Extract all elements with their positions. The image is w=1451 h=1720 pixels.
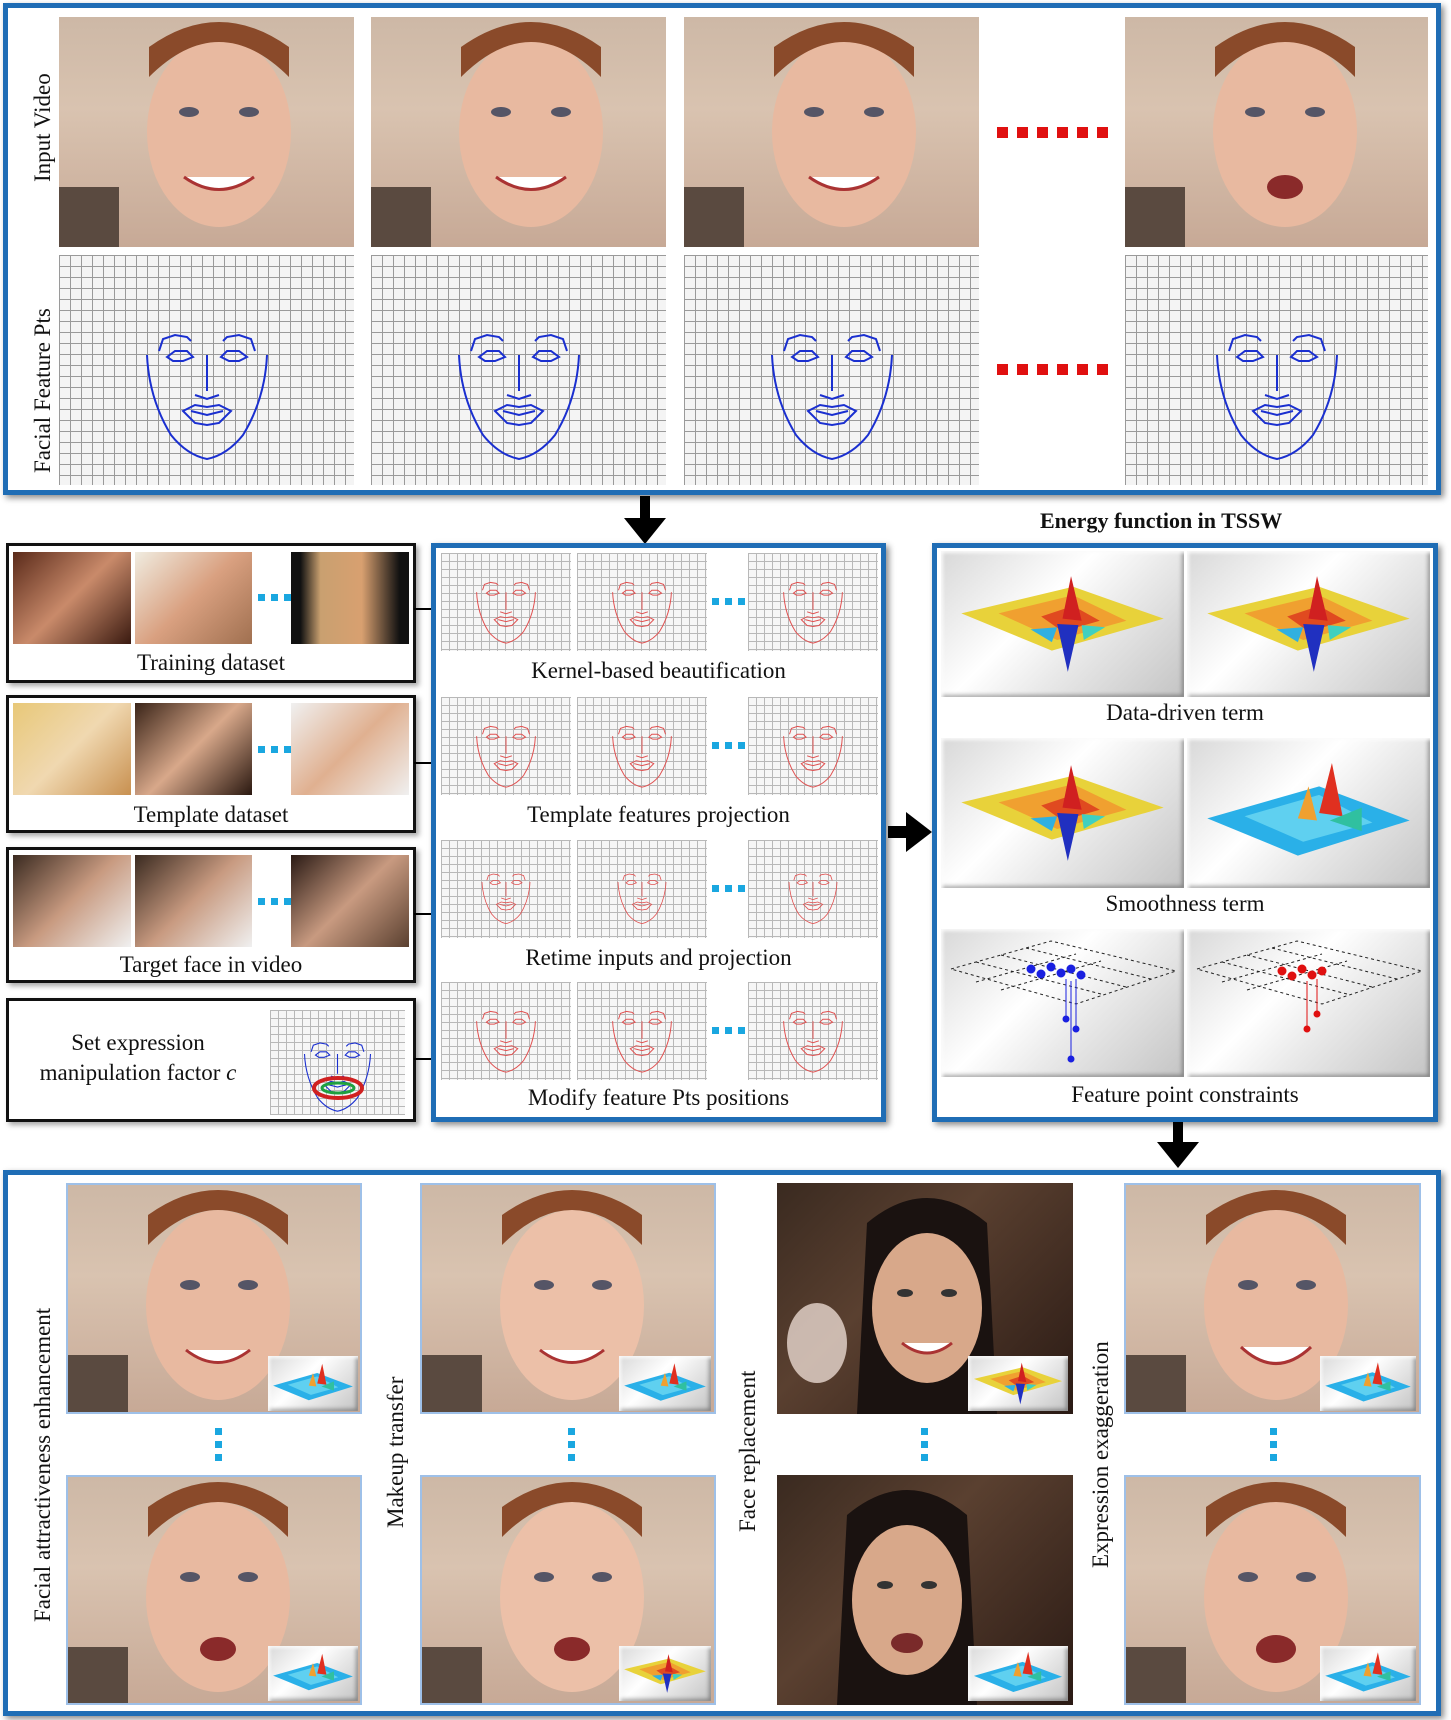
input-video-frame-2: [371, 17, 666, 247]
data-driven-plot-2: [1187, 551, 1430, 697]
energy-function-title: Energy function in TSSW: [1040, 508, 1283, 533]
makeup-result-2: [420, 1475, 716, 1705]
makeup-surface-1: [619, 1356, 711, 1411]
template-dataset-label: Template dataset: [133, 802, 289, 827]
kernel-grid-1: [441, 553, 571, 651]
application-label-expression: Expression exaggeration: [1088, 1341, 1113, 1568]
expression-landmark-thumb: [270, 1010, 405, 1115]
feature-points-grid-4: [1125, 255, 1428, 485]
cyan-vertical-dots-2: [568, 1428, 576, 1462]
face-replacement-surface-1: [968, 1356, 1068, 1411]
training-dataset-label: Training dataset: [137, 650, 285, 675]
template-proj-grid-3: [748, 697, 878, 795]
cyan-ellipsis-training: [258, 594, 292, 602]
attractiveness-result-1: [66, 1183, 362, 1414]
input-video-frame-3: [684, 17, 979, 247]
smoothness-term-label: Smoothness term: [1105, 891, 1265, 916]
expression-factor-line1: Set expression: [71, 1030, 205, 1055]
arrow-down-1: [624, 496, 666, 544]
target-face-label: Target face in video: [119, 952, 303, 977]
expression-factor-line2: manipulation factor c: [18, 1060, 258, 1086]
data-driven-plot-1: [941, 551, 1184, 697]
cyan-vertical-dots-3: [921, 1428, 929, 1462]
input-video-frame-1: [59, 17, 354, 247]
modify-grid-1: [441, 982, 571, 1080]
cyan-vertical-dots-4: [1270, 1428, 1278, 1462]
retime-grid-2: [577, 840, 707, 938]
template-face-1: [13, 703, 131, 795]
template-proj-grid-1: [441, 697, 571, 795]
row-label-facial-feature-pts: Facial Feature Pts: [30, 308, 55, 473]
application-label-attractiveness: Facial attractiveness enhancement: [30, 1307, 55, 1622]
arrow-right-energy: [888, 812, 932, 852]
input-video-frame-4: [1125, 17, 1428, 247]
expression-surface-2: [1320, 1646, 1416, 1701]
cyan-ellipsis-target: [258, 898, 292, 906]
feature-points-grid-1: [59, 255, 354, 485]
makeup-surface-2: [619, 1646, 711, 1701]
cyan-ellipsis-kernel: [712, 598, 746, 606]
attractiveness-surface-1: [268, 1356, 358, 1411]
target-face-3: [291, 855, 409, 947]
retime-grid-3: [748, 840, 878, 938]
arrow-down-2: [1157, 1122, 1199, 1168]
attractiveness-surface-2: [268, 1646, 358, 1701]
target-face-2: [135, 855, 252, 947]
red-ellipsis-top: [997, 127, 1109, 139]
target-face-1: [13, 855, 131, 947]
cyan-ellipsis-template-proj: [712, 742, 746, 750]
kernel-grid-3: [748, 553, 878, 651]
smoothness-plot-2: [1187, 738, 1430, 888]
modify-grid-3: [748, 982, 878, 1080]
expression-factor-text: manipulation factor: [39, 1060, 221, 1085]
application-label-face-replacement: Face replacement: [735, 1370, 760, 1532]
training-face-1: [13, 552, 131, 644]
cyan-ellipsis-template: [258, 746, 292, 754]
cyan-ellipsis-retime: [712, 885, 746, 893]
expression-surface-1: [1320, 1356, 1416, 1411]
training-face-2: [135, 552, 252, 644]
face-replacement-surface-2: [968, 1646, 1068, 1701]
retime-grid-1: [441, 840, 571, 938]
constraints-plot-1: [941, 929, 1184, 1077]
template-proj-grid-2: [577, 697, 707, 795]
smoothness-plot-1: [941, 738, 1184, 888]
cyan-ellipsis-modify: [712, 1027, 746, 1035]
feature-points-grid-2: [371, 255, 666, 485]
training-face-3: [291, 552, 409, 644]
application-label-makeup: Makeup transfer: [383, 1376, 408, 1528]
template-face-2: [135, 703, 252, 795]
red-ellipsis-bottom: [997, 364, 1109, 376]
data-driven-term-label: Data-driven term: [1106, 700, 1264, 725]
face-replacement-result-1: [777, 1183, 1073, 1414]
feature-point-constraints-label: Feature point constraints: [1071, 1082, 1299, 1107]
modify-feature-pts-label: Modify feature Pts positions: [527, 1085, 790, 1110]
feature-points-grid-3: [684, 255, 979, 485]
template-projection-label: Template features projection: [527, 802, 790, 827]
template-face-3: [291, 703, 409, 795]
kernel-grid-2: [577, 553, 707, 651]
kernel-beautification-label: Kernel-based beautification: [531, 658, 786, 683]
cyan-vertical-dots-1: [215, 1428, 223, 1462]
modify-grid-2: [577, 982, 707, 1080]
constraints-plot-2: [1187, 929, 1430, 1077]
row-label-input-video: Input Video: [30, 73, 55, 182]
expression-factor-symbol: c: [226, 1060, 237, 1085]
retime-inputs-label: Retime inputs and projection: [525, 945, 792, 970]
face-replacement-result-2: [777, 1475, 1073, 1705]
